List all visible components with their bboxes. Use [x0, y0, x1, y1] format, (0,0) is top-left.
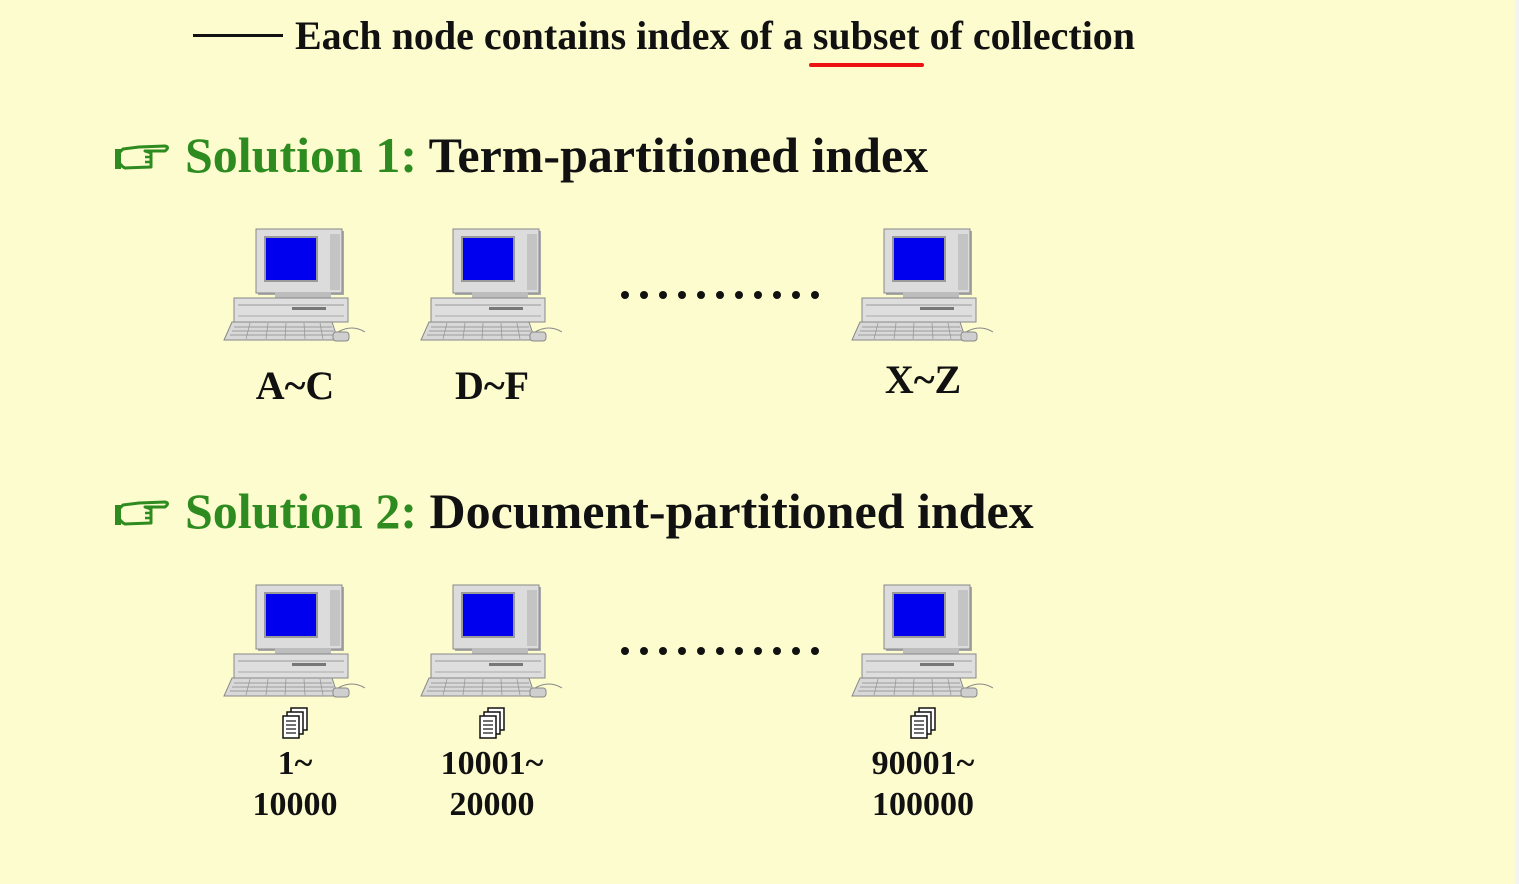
subtitle-before: Each node contains index of a: [295, 12, 803, 58]
desktop-computer-icon: [848, 228, 998, 343]
solution1-text: Solution 1: Term-partitioned index: [185, 126, 928, 184]
desktop-computer-icon: [220, 584, 370, 699]
doc-node-1: 1~ 10000: [210, 584, 380, 825]
doc-range-end: 100000: [872, 786, 974, 823]
solution1-heading: Solution 1: Term-partitioned index: [115, 126, 928, 184]
doc-node-last: 90001~ 100000: [838, 584, 1008, 825]
subtitle-line: Each node contains index of a subset of …: [193, 8, 1136, 67]
term-node-1: A~C: [210, 228, 380, 408]
doc-range-end: 10000: [252, 786, 338, 823]
doc-range-start: 90001~: [871, 745, 975, 782]
term-node-last: X~Z: [838, 228, 1008, 402]
doc-node-2: 10001~ 20000: [407, 584, 577, 825]
solution2-text: Solution 2: Document-partitioned index: [185, 482, 1034, 540]
dash-rule: [193, 33, 283, 37]
pointing-hand-icon: [115, 135, 171, 175]
solution1-prefix: Solution 1:: [185, 127, 418, 183]
subtitle-text: Each node contains index of a subset of …: [295, 12, 1136, 67]
subtitle-highlight: subset: [808, 12, 924, 67]
term-range-label: X~Z: [884, 357, 962, 402]
term-node-2: D~F: [407, 228, 577, 408]
document-stack-icon: [281, 707, 309, 739]
solution2-prefix: Solution 2:: [185, 483, 418, 539]
solution2-title: Document-partitioned index: [429, 483, 1034, 539]
window-edge: [1515, 0, 1519, 884]
desktop-computer-icon: [220, 228, 370, 343]
doc-range-start: 1~: [277, 745, 313, 782]
desktop-computer-icon: [848, 584, 998, 699]
term-ellipsis: [621, 291, 819, 299]
doc-ellipsis: [621, 647, 819, 655]
document-stack-icon: [909, 707, 937, 739]
doc-range-start: 10001~: [440, 745, 544, 782]
document-stack-icon: [478, 707, 506, 739]
solution2-heading: Solution 2: Document-partitioned index: [115, 482, 1034, 540]
pointing-hand-icon: [115, 491, 171, 531]
desktop-computer-icon: [417, 584, 567, 699]
desktop-computer-icon: [417, 228, 567, 343]
doc-range-end: 20000: [449, 786, 535, 823]
term-range-label: A~C: [255, 363, 335, 408]
subtitle-after: of collection: [929, 12, 1136, 58]
term-range-label: D~F: [454, 363, 530, 408]
solution1-title: Term-partitioned index: [428, 127, 929, 183]
